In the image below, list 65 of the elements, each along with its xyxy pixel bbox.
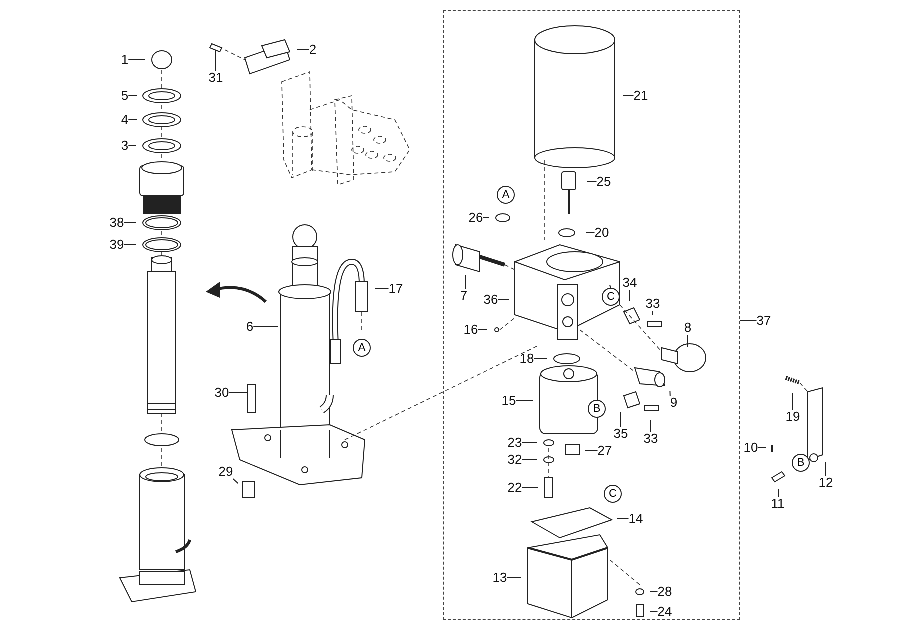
callout-number: 24 [658, 605, 672, 619]
assembly-frame [443, 10, 740, 620]
callout-number: 25 [596, 175, 612, 189]
callout-number: 3 [121, 139, 129, 153]
leader-line [670, 390, 671, 396]
callout-number: 11 [771, 497, 785, 511]
leader-line [253, 326, 278, 328]
callout-number: 1 [121, 53, 129, 67]
callout-number: 27 [598, 444, 612, 458]
reference-circle: C [604, 485, 622, 503]
callout-number: 14 [628, 512, 644, 526]
callout-number: 37 [756, 314, 772, 328]
callout-number: 33 [644, 432, 658, 446]
callout-number: 23 [508, 436, 522, 450]
callout-number: 35 [614, 427, 628, 441]
reference-circle: B [588, 400, 606, 418]
leader-line [616, 518, 630, 520]
reference-circle: A [353, 339, 371, 357]
callout-number: 19 [786, 410, 800, 424]
callout-number: 12 [818, 476, 834, 490]
callout-number: 17 [388, 282, 404, 296]
callout-number: 22 [508, 481, 522, 495]
callout-number: 5 [121, 89, 129, 103]
callout-number: 6 [246, 320, 254, 334]
callout-number: 31 [208, 71, 224, 85]
callout-number: 7 [460, 289, 468, 303]
leader-line [650, 420, 652, 432]
callout-number: 28 [658, 585, 672, 599]
reference-circle: B [792, 454, 810, 472]
callout-number: 20 [594, 226, 610, 240]
leader-line [792, 392, 794, 410]
callout-number: 34 [622, 276, 638, 290]
callout-number: 8 [684, 321, 692, 335]
callout-number: 9 [670, 396, 678, 410]
callout-number: 26 [468, 211, 484, 225]
leader-line [516, 400, 534, 402]
callout-number: 15 [502, 394, 516, 408]
leader-line [778, 488, 780, 498]
callout-number: 36 [484, 293, 498, 307]
callout-number: 13 [492, 571, 508, 585]
callout-number: 16 [464, 323, 478, 337]
callout-number: 18 [520, 352, 534, 366]
leader-line [620, 412, 622, 428]
leader-line [228, 392, 248, 394]
callout-number: 32 [508, 453, 522, 467]
callout-number: 4 [121, 113, 129, 127]
callout-number: 30 [214, 386, 230, 400]
leader-line [522, 442, 538, 444]
callout-number: 38 [110, 216, 124, 230]
leader-line [374, 288, 390, 290]
leader-line [124, 244, 136, 246]
leader-line [584, 450, 598, 452]
callout-number: 39 [110, 238, 124, 252]
callout-number: 29 [218, 465, 234, 479]
callout-number: 33 [646, 297, 660, 311]
leader-line [534, 358, 548, 360]
callout-number: 21 [634, 89, 648, 103]
reference-circle: A [497, 186, 515, 204]
callout-number: 2 [309, 43, 317, 57]
callout-number: 10 [744, 441, 758, 455]
leader-line [586, 232, 596, 234]
leader-line [740, 320, 758, 322]
leader-line [652, 310, 654, 316]
leader-line [124, 222, 136, 224]
leader-line [232, 478, 239, 484]
